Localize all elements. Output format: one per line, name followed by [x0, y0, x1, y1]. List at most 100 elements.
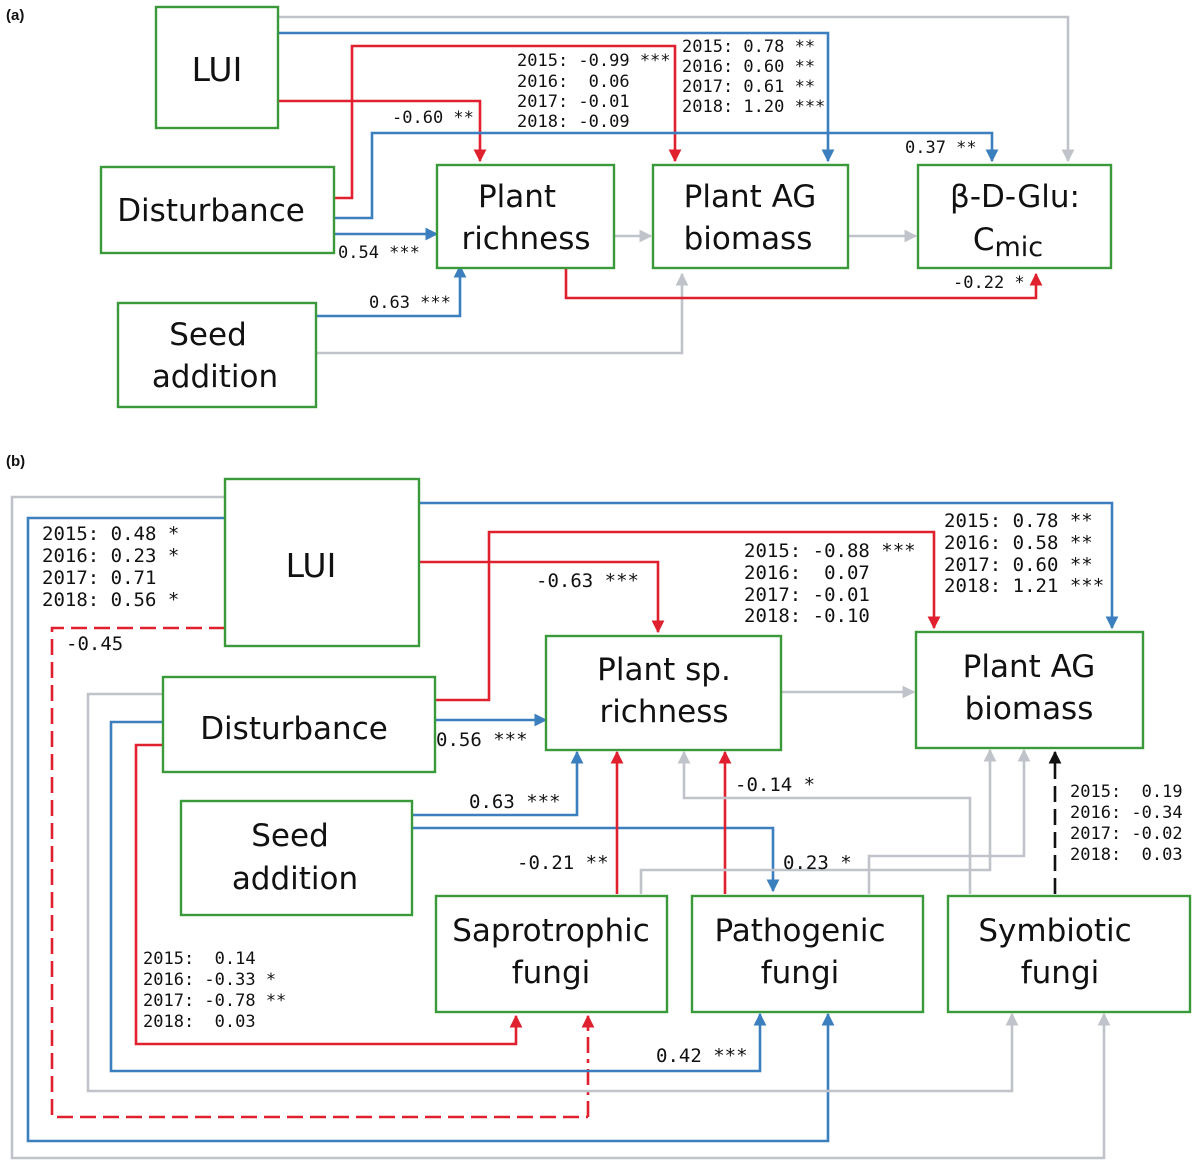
node-a-glu-label-1: β-D-Glu: — [950, 179, 1080, 215]
node-a-biomass-label-1: Plant AG — [684, 179, 817, 215]
coef-b-symb-biomass-2016: 2016: -0.34 — [1070, 803, 1183, 823]
node-b-lui-label: LUI — [286, 546, 337, 585]
arrow-b-seed-richness — [412, 750, 584, 817]
node-b-plant-richness: Plant sp. richness — [544, 634, 783, 752]
node-a-lui: LUI — [154, 5, 280, 130]
arrow-a-dist-glu — [334, 131, 999, 220]
arrow-b-lui-symbiotic — [10, 495, 1111, 1160]
panel-a-label: (a) — [6, 7, 24, 24]
node-b-sapro-label-1: Saprotrophic — [452, 913, 650, 949]
node-b-saprotrophic-fungi: Saprotrophic fungi — [434, 894, 669, 1014]
coef-b-lui-biomass-2017: 2017: 0.60 ** — [944, 554, 1093, 576]
arrow-a-richness-glu — [564, 268, 1043, 300]
coef-a-dist-richness: 0.54 *** — [338, 243, 420, 263]
arrow-b-lui-biomass — [419, 501, 1119, 630]
coef-b-lui-patho-2018: 2018: 0.56 * — [42, 589, 179, 611]
coef-a-lui-richness: -0.60 ** — [392, 108, 474, 128]
node-a-seed-addition: Seed addition — [116, 301, 318, 409]
arrow-a-seed-richness — [316, 264, 467, 318]
coef-b-dist-biomass-2017: 2017: -0.01 — [744, 584, 870, 606]
panel-b: (b) LUI Disturban — [6, 453, 1192, 1160]
node-a-disturbance-label: Disturbance — [117, 193, 305, 229]
coef-b-dist-biomass-2015: 2015: -0.88 *** — [744, 540, 916, 562]
coef-a-dist-biomass-2018: 2018: -0.09 — [517, 112, 630, 132]
panel-a: (a) LUI Disturbance Seed addition Plant — [6, 5, 1113, 409]
coef-b-lui-patho-2017: 2017: 0.71 — [42, 567, 156, 589]
arrow-b-symb-richness — [677, 750, 972, 894]
coef-b-dist-sapro-2015: 2015: 0.14 — [143, 949, 256, 969]
coef-b-lui-biomass-2018: 2018: 1.21 *** — [944, 575, 1104, 597]
coef-b-lui-richness: -0.63 *** — [536, 570, 639, 592]
node-a-seed-label-2: addition — [152, 359, 278, 395]
node-a-glu-label-2: Cmic — [973, 222, 1043, 263]
node-b-seed-label-2: addition — [232, 861, 358, 897]
coef-b-dist-patho: 0.42 *** — [656, 1045, 748, 1067]
arrow-a-dist-biomass — [334, 44, 682, 200]
node-b-richness-label-2: richness — [599, 694, 728, 730]
node-b-pathogenic-fungi: Pathogenic fungi — [690, 894, 925, 1014]
node-b-biomass-label-1: Plant AG — [963, 649, 1096, 685]
coef-b-symb-biomass-2017: 2017: -0.02 — [1070, 824, 1183, 844]
arrow-b-dist-pathogenic — [109, 720, 767, 1073]
coef-b-dist-sapro-2018: 2018: 0.03 — [143, 1012, 256, 1032]
node-b-patho-label-2: fungi — [761, 955, 840, 991]
coef-b-seed-patho: 0.23 * — [783, 852, 852, 874]
arrow-b-sapro-biomass — [639, 748, 997, 894]
coef-b-lui-biomass-2016: 2016: 0.58 ** — [944, 532, 1093, 554]
node-a-plant-biomass: Plant AG biomass — [651, 163, 850, 270]
node-b-symbiotic-fungi: Symbiotic fungi — [946, 894, 1192, 1014]
arrow-b-dist-biomass — [435, 530, 941, 702]
arrow-a-lui-richness — [278, 99, 487, 163]
arrow-b-dist-symbiotic — [86, 692, 1019, 1093]
coef-b-lui-biomass-2015: 2015: 0.78 ** — [944, 510, 1093, 532]
node-a-disturbance: Disturbance — [99, 165, 336, 255]
node-b-richness-label-1: Plant sp. — [597, 652, 731, 688]
node-b-seed-label-1: Seed — [251, 818, 329, 854]
node-b-symb-label-2: fungi — [1021, 955, 1100, 991]
node-a-glu-cmic: β-D-Glu: Cmic — [916, 163, 1113, 270]
coef-b-lui-biomass-years: 2015: 0.78 ** 2016: 0.58 ** 2017: 0.60 *… — [944, 510, 1104, 597]
coef-b-dist-biomass-2016: 2016: 0.07 — [744, 562, 870, 584]
node-a-plant-richness: Plant richness — [435, 163, 616, 270]
coef-a-biomass-glu: 0.37 ** — [905, 138, 977, 158]
node-b-disturbance: Disturbance — [161, 675, 437, 774]
coef-b-symb-biomass-years: 2015: 0.19 2016: -0.34 2017: -0.02 2018:… — [1070, 782, 1183, 865]
node-b-patho-label-1: Pathogenic — [714, 913, 885, 949]
coef-a-dist-biomass-2017: 2017: -0.01 — [517, 92, 630, 112]
coef-a-lui-biomass-years: 2015: 0.78 ** 2016: 0.60 ** 2017: 0.61 *… — [682, 37, 825, 117]
coef-b-lui-patho-2015: 2015: 0.48 * — [42, 523, 179, 545]
coef-a-dist-biomass-years: 2015: -0.99 *** 2016: 0.06 2017: -0.01 2… — [517, 51, 671, 132]
panel-b-label: (b) — [6, 453, 25, 470]
coef-b-lui-patho-2016: 2016: 0.23 * — [42, 545, 179, 567]
arrow-b-lui-pathogenic — [26, 516, 835, 1143]
coef-b-symb-biomass-2018: 2018: 0.03 — [1070, 845, 1183, 865]
arrow-b-dist-sapro — [134, 743, 523, 1046]
node-b-lui: LUI — [223, 477, 421, 648]
coef-a-lui-biomass-2016: 2016: 0.60 ** — [682, 57, 815, 77]
coef-a-seed-richness: 0.63 *** — [369, 293, 451, 313]
coef-b-seed-richness: 0.63 *** — [469, 791, 561, 813]
node-b-seed-addition: Seed addition — [179, 799, 414, 917]
coef-b-patho-richness: -0.14 * — [735, 774, 815, 796]
node-a-lui-label: LUI — [192, 50, 243, 89]
node-b-sapro-label-2: fungi — [512, 955, 591, 991]
coef-b-symb-biomass-2015: 2015: 0.19 — [1070, 782, 1183, 802]
coef-b-sapro-richness: -0.21 ** — [517, 852, 609, 874]
arrow-b-patho-biomass — [867, 748, 1031, 894]
coef-a-dist-biomass-2015: 2015: -0.99 *** — [517, 51, 671, 71]
arrow-a-seed-biomass — [316, 272, 689, 355]
coef-b-dist-biomass-2018: 2018: -0.10 — [744, 605, 870, 627]
node-a-richness-label-1: Plant — [478, 179, 556, 215]
coef-a-lui-biomass-2018: 2018: 1.20 *** — [682, 97, 825, 117]
coef-b-dist-sapro-years: 2015: 0.14 2016: -0.33 * 2017: -0.78 ** … — [143, 949, 286, 1032]
coef-b-dist-sapro-2017: 2017: -0.78 ** — [143, 991, 286, 1011]
coef-a-richness-glu: -0.22 * — [953, 273, 1025, 293]
arrow-a-lui-biomass — [278, 31, 835, 163]
node-b-symb-label-1: Symbiotic — [978, 913, 1131, 949]
arrow-a-lui-glu — [278, 15, 1075, 163]
coef-a-dist-biomass-2016: 2016: 0.06 — [517, 72, 630, 92]
coef-b-dist-richness: 0.56 *** — [436, 729, 528, 751]
node-b-disturbance-label: Disturbance — [200, 711, 388, 747]
coef-a-lui-biomass-2017: 2017: 0.61 ** — [682, 77, 815, 97]
